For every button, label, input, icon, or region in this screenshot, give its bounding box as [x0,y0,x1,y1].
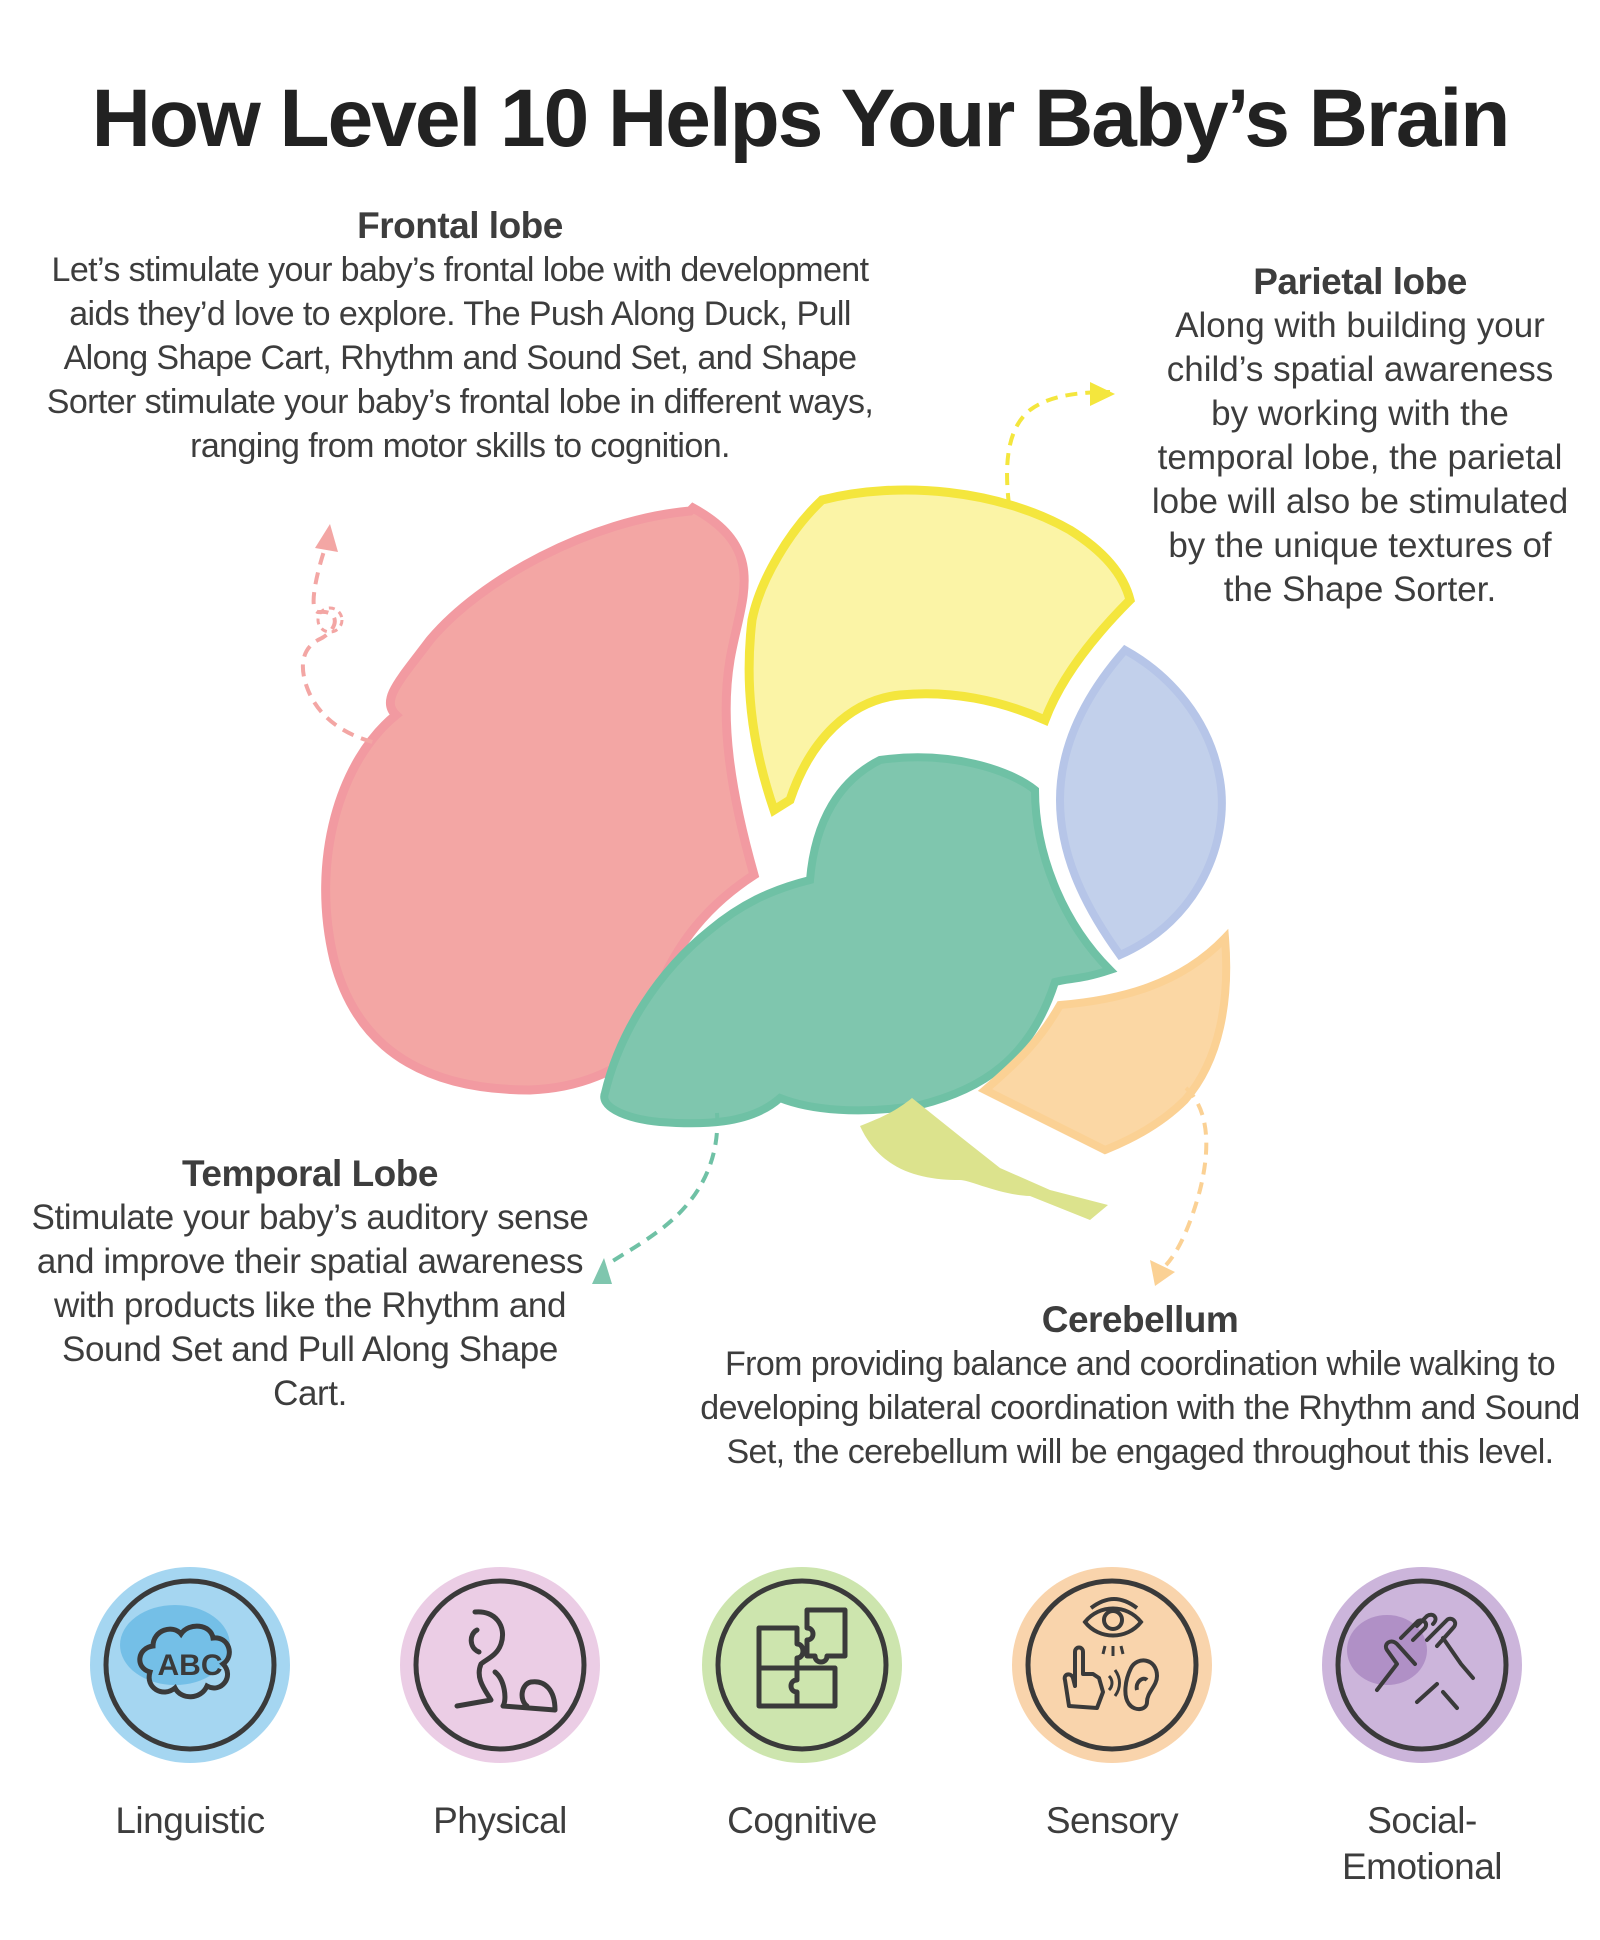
area-label: Linguistic [115,1800,265,1841]
temporal-arrow [606,1112,720,1266]
cerebellum-text: From providing balance and coordination … [700,1345,1580,1471]
frontal-arrowhead-icon [315,524,338,552]
frontal-lobe-heading: Frontal lobe [357,205,563,246]
frontal-lobe-block: Frontal lobe Let’s stimulate your baby’s… [30,204,890,468]
temporal-lobe-shape [600,753,1118,1128]
cerebellum-arrowhead-icon [1150,1260,1175,1286]
temporal-lobe-block: Temporal Lobe Stimulate your baby’s audi… [30,1152,590,1416]
parietal-lobe-heading: Parietal lobe [1253,261,1467,302]
brainstem-shape [860,1098,1108,1220]
frontal-arrow-loop [316,606,344,634]
cerebellum-block: Cerebellum From providing balance and co… [700,1298,1580,1474]
senses-icon [1012,1567,1212,1763]
parietal-lobe-text: Along with building your child’s spatial… [1151,306,1569,609]
parietal-lobe-block: Parietal lobe Along with building your c… [1150,260,1570,612]
page-title: How Level 10 Helps Your Baby’s Brain [91,73,1511,164]
area-label: Social- Emotional [1341,1800,1503,1887]
area-linguistic: ABC Linguistic [40,1560,340,1844]
temporal-arrowhead-icon [592,1258,612,1284]
area-cognitive: Cognitive [652,1560,952,1844]
frontal-arrow [300,539,393,748]
parietal-lobe-shape [744,485,1135,817]
parietal-arrow [1005,390,1111,506]
temporal-lobe-text: Stimulate your baby’s auditory sense and… [31,1198,589,1413]
area-label: Physical [433,1800,567,1841]
crawling-baby-icon [400,1567,600,1763]
area-label: Cognitive [727,1800,877,1841]
area-social-emotional: Social- Emotional [1272,1560,1572,1890]
cerebellum-heading: Cerebellum [1041,1299,1239,1340]
hands-icon [1322,1567,1522,1763]
parietal-arrowhead-icon [1090,382,1115,406]
svg-text:ABC: ABC [158,1649,223,1682]
development-areas: ABC Linguistic Physical Cognitive [0,1560,1600,1940]
temporal-lobe-heading: Temporal Lobe [182,1153,438,1194]
frontal-lobe-shape [321,502,760,1095]
puzzle-icon [702,1567,902,1763]
brain-diagram [300,382,1231,1286]
area-sensory: Sensory [962,1560,1262,1844]
cerebellum-arrow [1164,1086,1209,1267]
abc-cloud-icon: ABC [90,1567,290,1763]
area-physical: Physical [350,1560,650,1844]
occipital-lobe-shape [1055,644,1226,960]
frontal-lobe-text: Let’s stimulate your baby’s frontal lobe… [46,251,874,465]
area-label: Sensory [1045,1800,1179,1841]
cerebellum-shape [977,928,1231,1155]
